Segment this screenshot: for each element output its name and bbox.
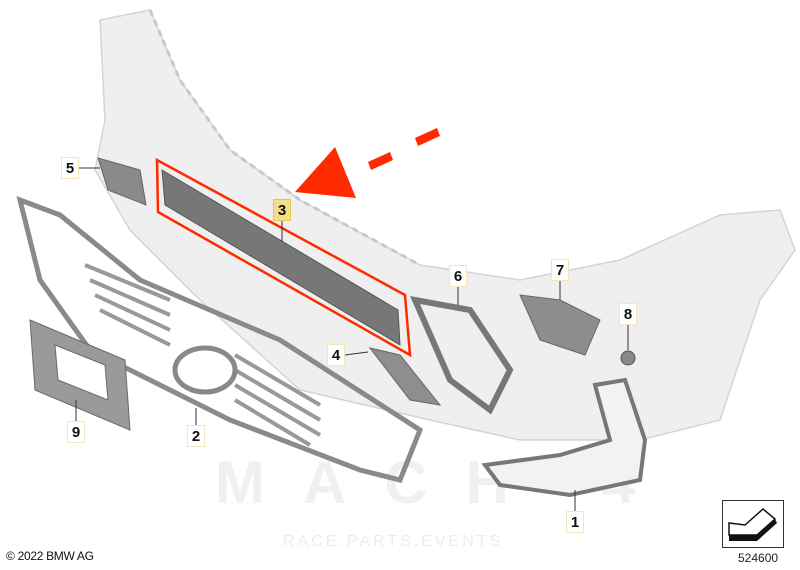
callout-7[interactable]: 7 [551, 259, 569, 281]
part-4-cover [368, 347, 442, 406]
callout-6[interactable]: 6 [449, 265, 467, 287]
callout-4[interactable]: 4 [327, 344, 345, 366]
callout-1[interactable]: 1 [566, 511, 584, 533]
part-2-lower-grille [16, 195, 424, 483]
orientation-arrow-box [722, 500, 784, 548]
part-7-bracket [519, 294, 601, 356]
watermark-tagline: RACE.PARTS.EVENTS [283, 533, 504, 550]
part-3-highlight-outline [155, 157, 412, 358]
part-5-trim [97, 157, 147, 206]
callout-5[interactable]: 5 [61, 157, 79, 179]
callout-9[interactable]: 9 [67, 421, 85, 443]
part-3-grille-strip [161, 169, 401, 346]
orientation-arrow-icon [728, 508, 777, 541]
part-6-bracket [409, 296, 514, 415]
direction-arrow [295, 147, 356, 198]
callout-2[interactable]: 2 [187, 425, 205, 447]
part-8-clip [620, 350, 636, 366]
part-1-trim-ring [481, 377, 648, 498]
diagram-number: 524600 [738, 551, 779, 565]
copyright: © 2022 BMW AG [6, 549, 94, 563]
callout-8[interactable]: 8 [619, 303, 637, 325]
callout-3[interactable]: 3 [273, 199, 291, 221]
bumper-cover [94, 9, 796, 441]
